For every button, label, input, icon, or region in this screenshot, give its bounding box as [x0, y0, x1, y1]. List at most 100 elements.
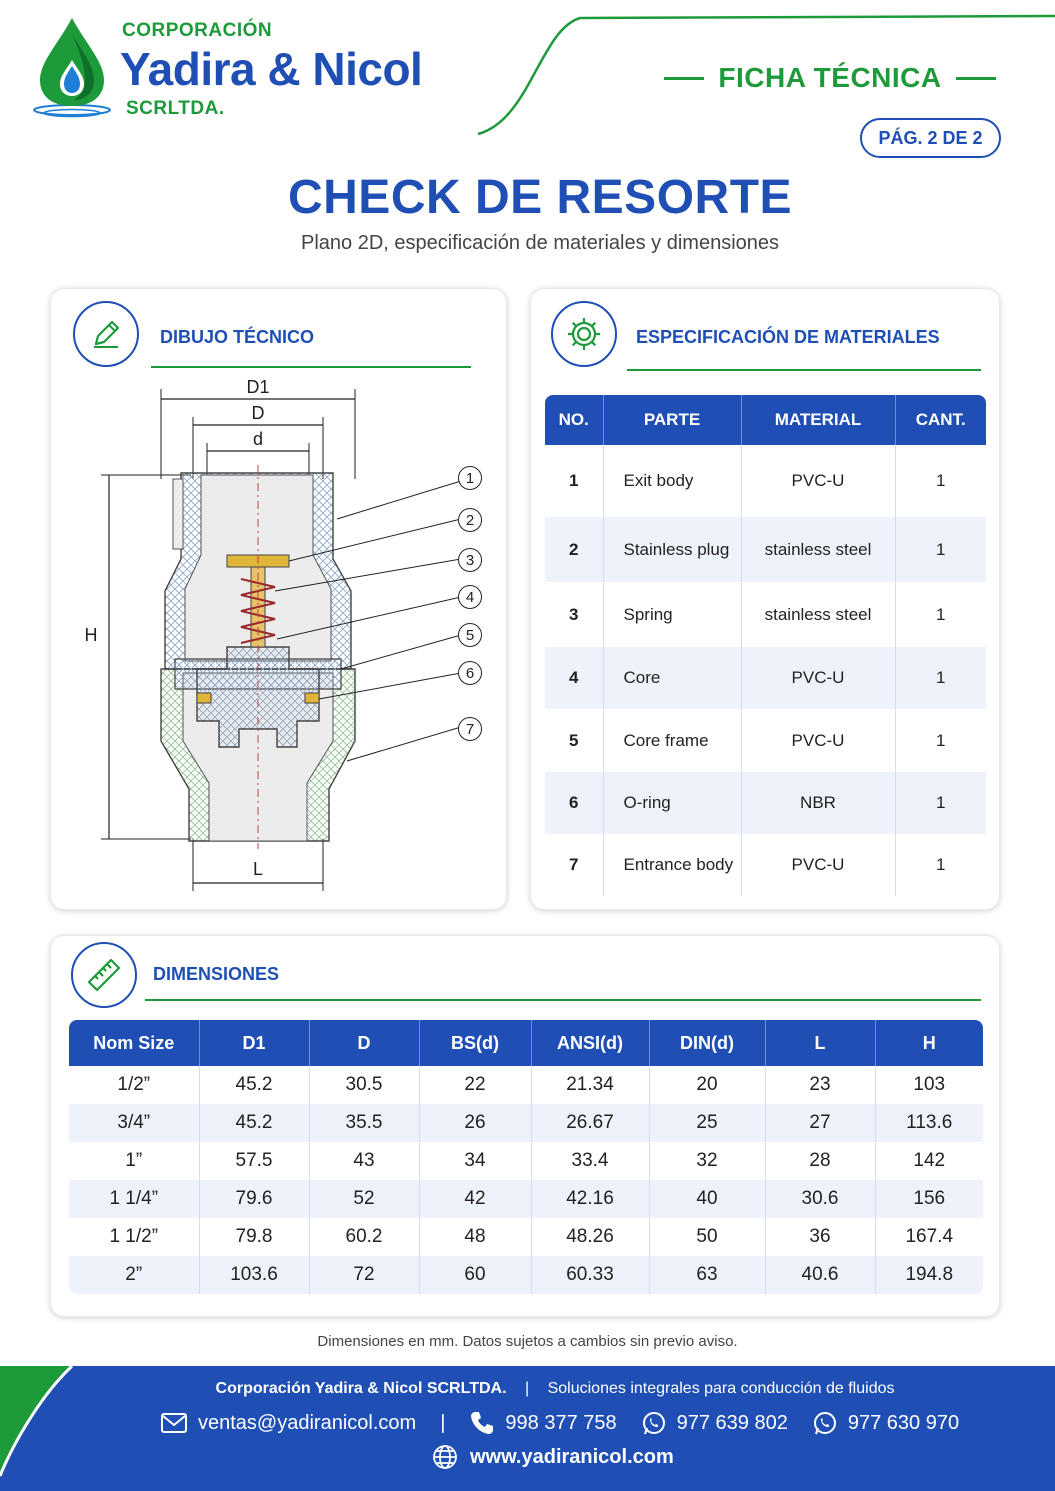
whatsapp-icon — [813, 1412, 836, 1435]
cell: 194.8 — [875, 1256, 983, 1294]
ficha-line-right — [955, 76, 996, 80]
footer-phone[interactable]: 998 377 758 — [505, 1411, 617, 1434]
cell: 167.4 — [905, 1226, 954, 1247]
cell-part: Core frame — [603, 709, 742, 772]
cell-part: Entrance body — [603, 834, 742, 896]
cell-part: Core — [603, 647, 742, 709]
page-title: CHECK DE RESORTE — [287, 171, 793, 224]
cell: 103 — [913, 1074, 946, 1095]
materials-title: ESPECIFICACIÓN DE MATERIALES — [636, 327, 940, 347]
cell: 1 1/2” — [69, 1218, 200, 1256]
col-qty: CANT. — [895, 395, 986, 445]
col-ansi: ANSI(d) — [531, 1020, 650, 1066]
cell: 45.2 — [199, 1104, 310, 1142]
cell: 1” — [69, 1142, 200, 1180]
table-row: 6 O-ring NBR 1 — [545, 772, 986, 834]
company-logo-icon — [33, 18, 111, 118]
cell: 60 — [419, 1256, 532, 1294]
cell: 21.34 — [531, 1066, 650, 1104]
footer-whatsapp-2[interactable]: 977 630 970 — [847, 1411, 960, 1434]
whatsapp-icon — [642, 1412, 665, 1435]
drawing-title: DIBUJO TÉCNICO — [160, 327, 315, 347]
cell-material: PVC-U — [741, 709, 896, 772]
cell-no: 1 — [545, 445, 604, 517]
footer-tagline: Soluciones integrales para conducción de… — [547, 1380, 895, 1397]
footer-whatsapp-1[interactable]: 977 639 802 — [676, 1411, 788, 1434]
col-no: NO. — [545, 395, 604, 445]
cell: 45.2 — [199, 1066, 310, 1104]
cell-qty: 1 — [895, 647, 986, 709]
cell-no: 3 — [545, 582, 604, 647]
corp-suffix: SCRLTDA. — [126, 98, 225, 119]
cell: 34 — [419, 1142, 532, 1180]
table-row: 1” 57.5 43 34 33.4 32 28 142 — [69, 1142, 983, 1180]
callout-3: 3 — [458, 548, 482, 572]
materials-icon-circle — [551, 301, 617, 367]
cell-material: PVC-U — [741, 647, 896, 709]
cell: 42.16 — [531, 1180, 650, 1218]
footer-divider: | — [524, 1380, 530, 1397]
cell: 42 — [419, 1180, 532, 1218]
cell: 22 — [419, 1066, 532, 1104]
cell-material: stainless steel — [741, 517, 896, 582]
drawing-icon-circle — [73, 301, 139, 367]
cell: 30.6 — [765, 1180, 876, 1218]
cell-qty: 1 — [895, 517, 986, 582]
footer-website[interactable]: www.yadiranicol.com — [470, 1445, 674, 1468]
cell: 27 — [765, 1104, 876, 1142]
cell: 63 — [649, 1256, 766, 1294]
dimensions-icon-circle — [71, 942, 137, 1008]
cell: 3/4” — [69, 1104, 200, 1142]
cell: 40.6 — [765, 1256, 876, 1294]
cell: 23 — [765, 1066, 876, 1104]
label-h: H — [85, 625, 98, 645]
valve-technical-drawing: D1 D d H L — [85, 377, 462, 891]
dimensions-header-row: Nom Size D1 D BS(d) ANSI(d) DIN(d) L H — [69, 1020, 983, 1066]
table-row: 1 1/4” 79.6 52 42 42.16 40 30.6 156 — [69, 1180, 983, 1218]
col-h: H — [875, 1020, 983, 1066]
cell: 72 — [309, 1256, 420, 1294]
materials-header-row: NO. PARTE MATERIAL CANT. — [545, 395, 986, 445]
cell: 25 — [649, 1104, 766, 1142]
cell: 50 — [649, 1218, 766, 1256]
table-row: 3/4” 45.2 35.5 26 26.67 25 27 113.6 — [69, 1104, 983, 1142]
table-row: 1/2” 45.2 30.5 22 21.34 20 23 103 — [69, 1066, 983, 1104]
footer-divider-2: | — [440, 1411, 446, 1434]
footer: Corporación Yadira & Nicol SCRLTDA. | So… — [0, 1366, 1055, 1491]
col-d: D — [309, 1020, 420, 1066]
header-decoration — [477, 14, 1055, 136]
col-bs: BS(d) — [419, 1020, 532, 1066]
phone-icon — [471, 1412, 494, 1434]
table-row: 3 Spring stainless steel 1 — [545, 582, 986, 647]
label-l: L — [253, 859, 263, 879]
cell-material: stainless steel — [741, 582, 896, 647]
cell-qty: 1 — [936, 604, 946, 624]
cell-material: PVC-U — [741, 445, 896, 517]
ficha-line-left — [664, 76, 705, 80]
corp-name: Yadira & Nicol — [120, 43, 423, 95]
cell: 20 — [649, 1066, 766, 1104]
col-part: PARTE — [603, 395, 742, 445]
cell: 32 — [649, 1142, 766, 1180]
cell: 1/2” — [69, 1066, 200, 1104]
mail-icon — [161, 1413, 187, 1433]
callout-7: 7 — [458, 717, 482, 741]
gear-icon — [568, 318, 600, 350]
label-d1: D1 — [246, 377, 269, 397]
footer-email[interactable]: ventas@yadiranicol.com — [198, 1411, 417, 1434]
cell: 26 — [419, 1104, 532, 1142]
cell: 113.6 — [875, 1104, 983, 1142]
cell: 43 — [309, 1142, 420, 1180]
table-row: 1 Exit body PVC-U 1 — [545, 445, 986, 517]
table-row: 2 Stainless plug stainless steel 1 — [545, 517, 986, 582]
materials-table: NO. PARTE MATERIAL CANT. 1 Exit body PVC… — [545, 395, 986, 896]
table-row: 2” 103.6 72 60 60.33 63 40.6 194.8 — [69, 1256, 983, 1294]
globe-icon — [433, 1445, 457, 1469]
dimensions-title: DIMENSIONES — [153, 964, 280, 984]
ruler-icon — [87, 958, 121, 992]
cell-part: O-ring — [603, 772, 742, 834]
cell-no: 6 — [545, 772, 604, 834]
callout-4: 4 — [458, 585, 482, 609]
cell: 48.26 — [531, 1218, 650, 1256]
cell: 30.5 — [309, 1066, 420, 1104]
